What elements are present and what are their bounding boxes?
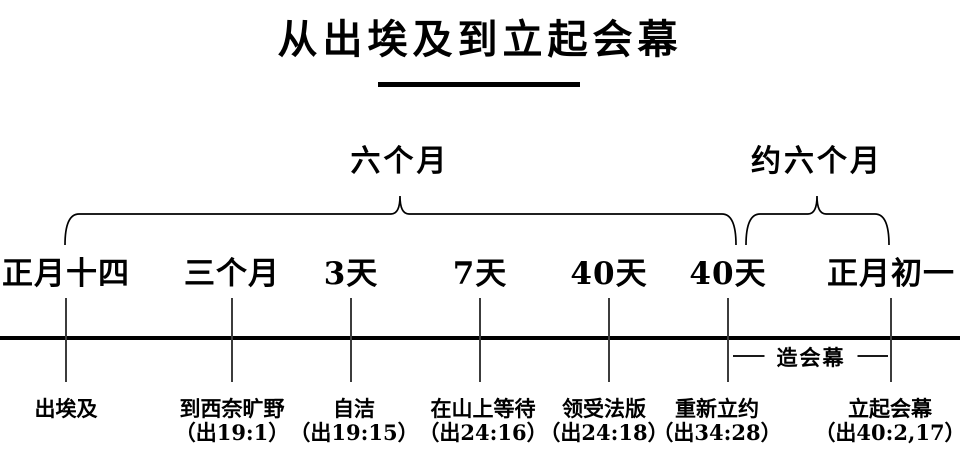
brace-label: 六个月 xyxy=(350,144,450,179)
event-reference: （出24:16） xyxy=(418,420,548,445)
event-name: 自洁 xyxy=(333,396,375,421)
timeline-tick xyxy=(479,298,481,382)
event-name: 重新立约 xyxy=(675,396,759,421)
event-name: 在山上等待 xyxy=(430,396,536,421)
event-reference: （出34:28） xyxy=(652,420,782,445)
interval-label: 7天 xyxy=(452,256,508,292)
interval-label: 40天 xyxy=(689,256,767,292)
interval-label: 3天 xyxy=(323,256,379,292)
interval-label: 40天 xyxy=(570,256,648,292)
timeline-tick xyxy=(350,298,352,382)
timeline-tick xyxy=(65,298,67,382)
brace-label: 约六个月 xyxy=(751,144,883,179)
interval-label: 正月十四 xyxy=(2,256,130,292)
brace-path xyxy=(64,195,737,246)
brace-path xyxy=(745,195,890,246)
timeline-tick xyxy=(231,298,233,382)
timeline-tick xyxy=(890,298,892,382)
event-name: 领受法版 xyxy=(562,396,646,421)
event-name: 立起会幕 xyxy=(848,396,932,421)
event-reference: （出19:1） xyxy=(174,420,290,445)
timeline-tick xyxy=(727,298,729,382)
event-name: 到西奈旷野 xyxy=(179,396,285,421)
event-reference: （出40:2,17） xyxy=(814,420,960,445)
event-reference: （出24:18） xyxy=(539,420,669,445)
event-reference: （出19:15） xyxy=(289,420,419,445)
event-name: 出埃及 xyxy=(34,396,98,421)
page-title: 从出埃及到立起会幕 xyxy=(277,16,683,63)
interval-label: 三个月 xyxy=(184,256,280,292)
interval-label: 正月初一 xyxy=(827,256,955,292)
sub-bracket-label: 造会幕 xyxy=(764,342,858,372)
title-underline xyxy=(378,82,580,87)
timeline-tick xyxy=(608,298,610,382)
